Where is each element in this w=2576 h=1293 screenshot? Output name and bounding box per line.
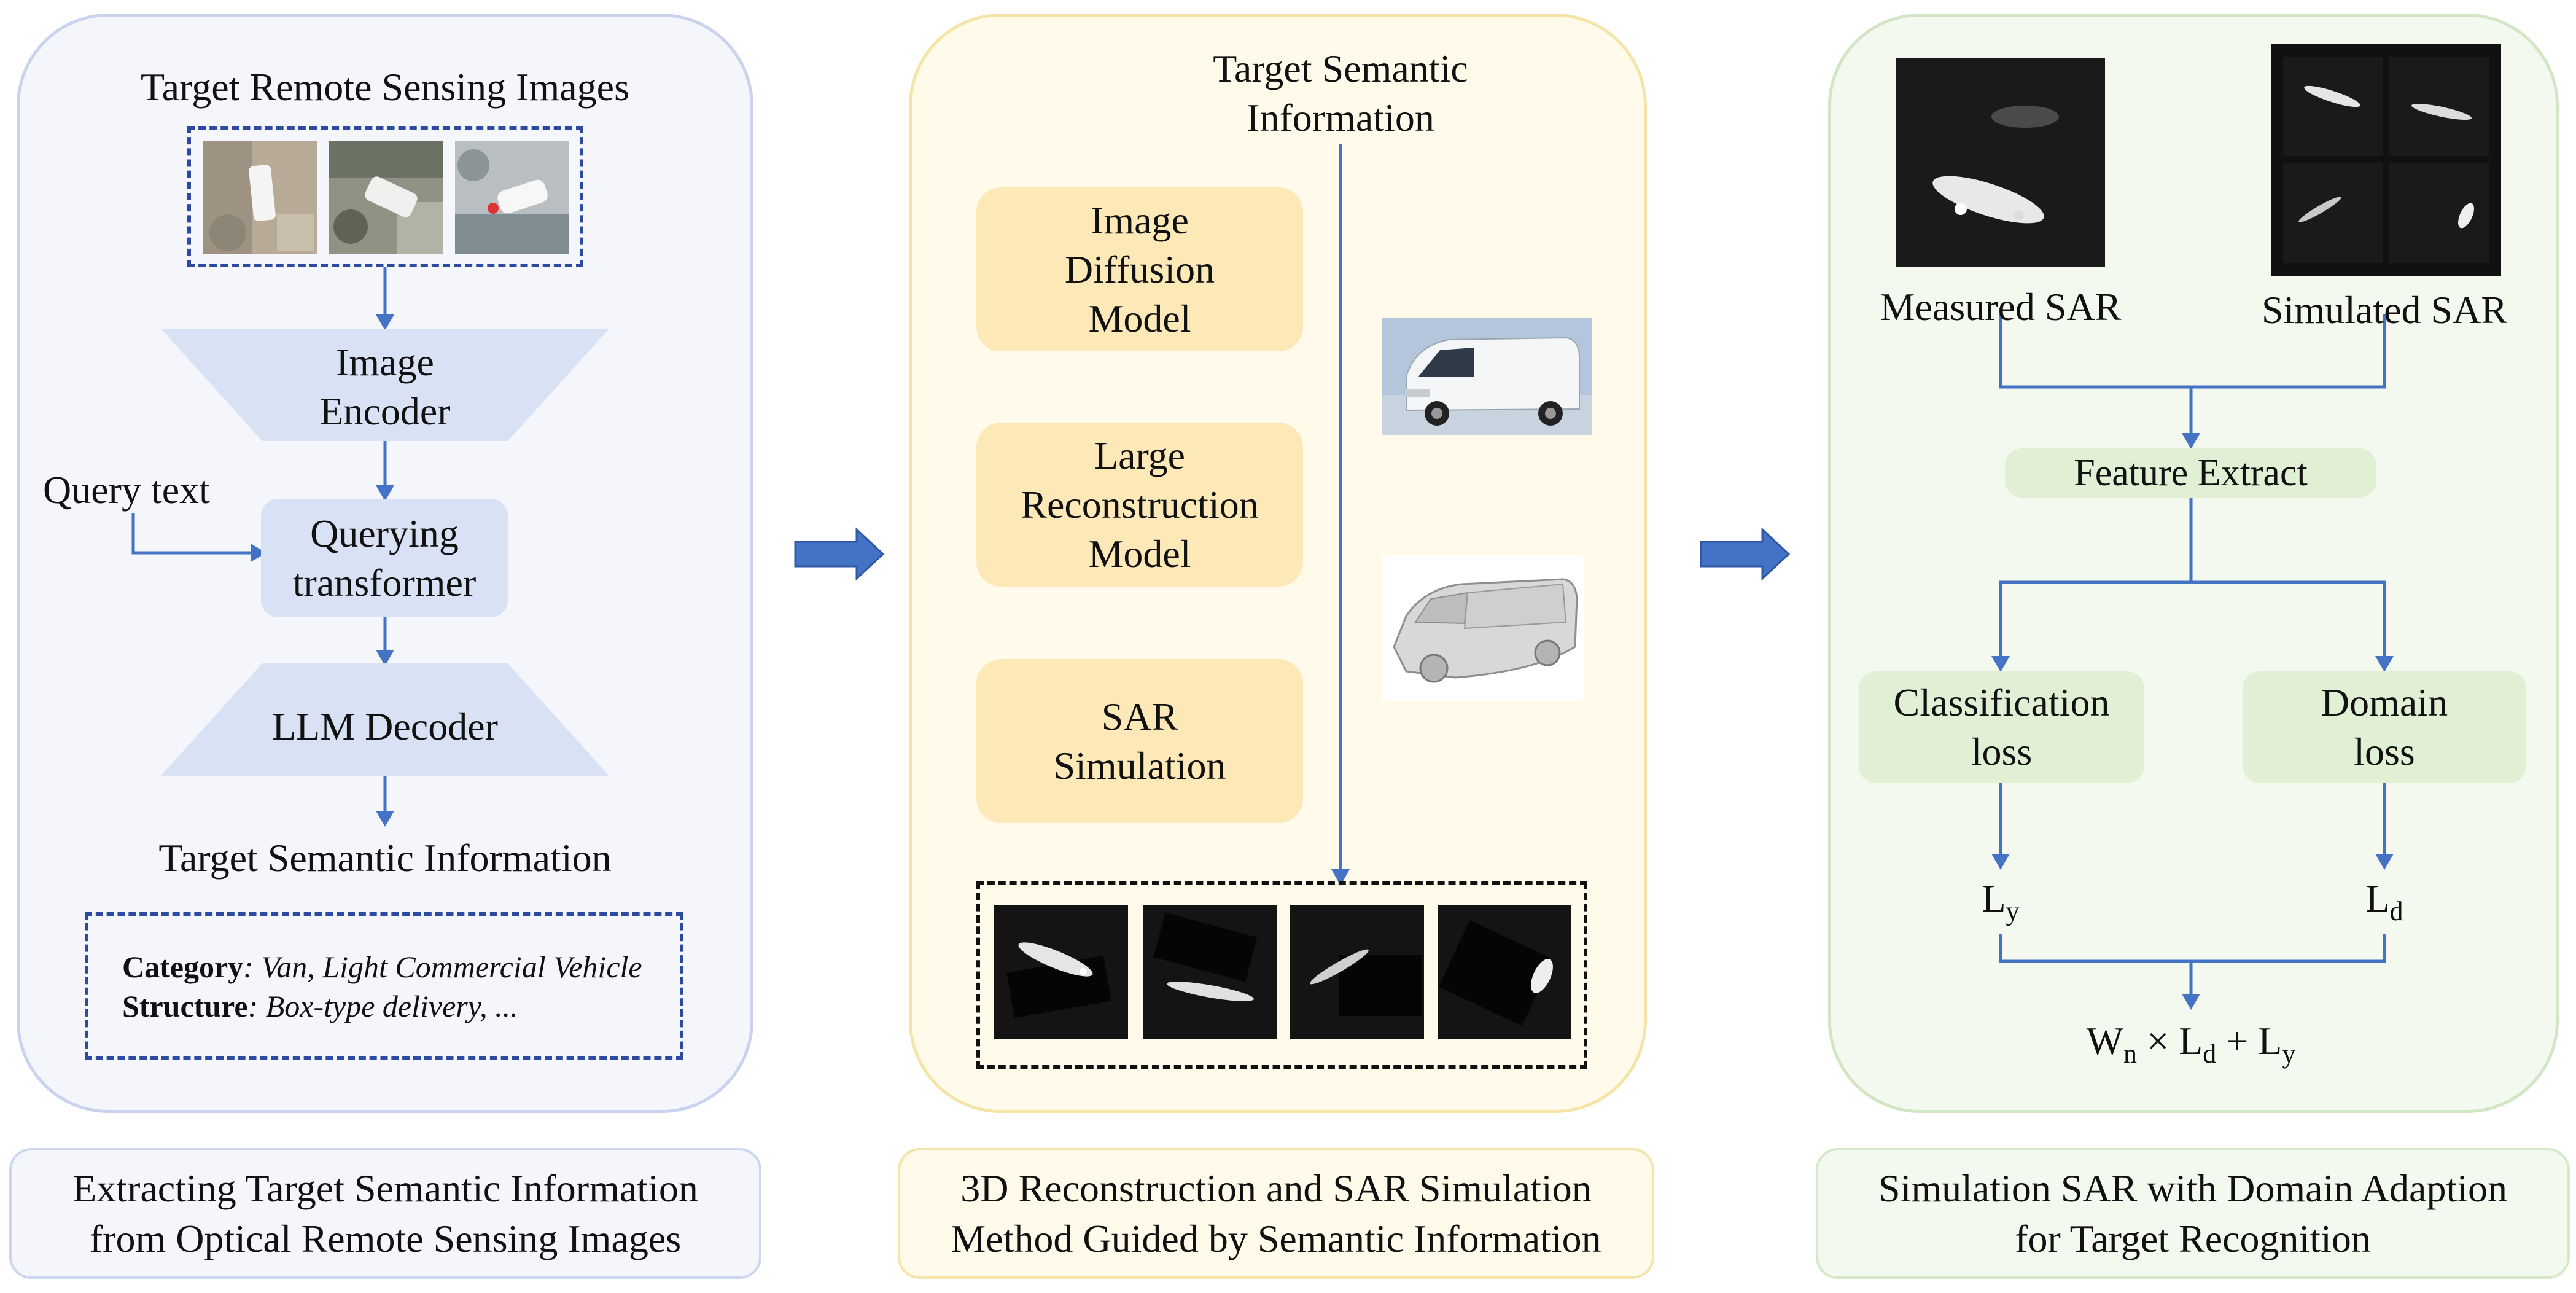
large-reconstruction-model-box: Large Reconstruction Model [976,423,1303,587]
simulated-sar-grid [2271,44,2501,276]
formula-ld-sub: d [2203,1039,2217,1069]
sim-sar-image-1 [994,905,1128,1039]
structure-line: Structure: Box-type delivery, ... [122,986,518,1026]
formula-w-sub: n [2123,1039,2138,1069]
querying-line1: Querying [310,511,459,555]
structure-value: : Box-type delivery, ... [247,989,518,1023]
sim-grid-image-2 [2389,57,2489,156]
ld-symbol: Ld [2323,874,2446,936]
measured-sar-label: Measured SAR [1880,285,2122,329]
sar-simulation-box: SAR Simulation [976,659,1303,823]
structure-label: Structure [122,989,248,1023]
classification-line1: Classification [1893,681,2110,724]
generated-van-image [1382,318,1592,435]
measured-sar-image [1896,58,2105,267]
domain-line1: Domain [2321,681,2448,724]
diffusion-line3: Model [1088,296,1191,340]
caption-panel-1: Extracting Target Semantic Information fr… [9,1148,761,1279]
sar-sim-line2: Simulation [1053,743,1226,787]
reconstructed-3d-model [1382,555,1584,701]
image-encoder-line1: Image [336,340,434,384]
diffusion-line1: Image [1091,198,1189,242]
lrm-line2: Reconstruction [1021,482,1259,526]
optical-image-2 [329,141,443,254]
formula-w: W [2086,1019,2124,1063]
sim-sar-image-2 [1143,905,1277,1039]
diffusion-line2: Diffusion [1064,247,1215,291]
category-label: Category [122,950,244,984]
caption1-line2: from Optical Remote Sensing Images [89,1216,682,1260]
domain-loss-box: Domain loss [2243,671,2526,783]
loss-formula: Wn × Ld + Ly [2007,1017,2375,1079]
ly-main: L [1982,877,2006,920]
image-encoder-line2: Encoder [319,389,451,433]
ld-main: L [2365,877,2390,920]
optical-image-1 [203,141,317,254]
category-line: Category: Van, Light Commercial Vehicle [122,947,642,987]
caption1-line1: Extracting Target Semantic Information [72,1166,698,1210]
caption3-line2: for Target Recognition [2015,1216,2371,1260]
semantic-title-line1: Target Semantic [1213,47,1468,90]
sim-grid-image-3 [2283,163,2383,263]
formula-ly-sub: y [2282,1039,2296,1069]
sim-grid-image-1 [2283,57,2383,156]
querying-line2: transformer [292,560,477,604]
simulated-sar-label: Simulated SAR [2261,288,2508,332]
optical-image-3 [455,141,569,254]
formula-times: × L [2137,1019,2203,1063]
feature-extract-box: Feature Extract [2005,448,2376,498]
category-value: : Van, Light Commercial Vehicle [243,950,642,984]
semantic-info-title: Target Semantic Information [158,836,612,880]
simulated-sar-strip [976,881,1587,1069]
caption2-line1: 3D Reconstruction and SAR Simulation [960,1166,1592,1210]
semantic-info-box: Category: Van, Light Commercial Vehicle … [85,912,683,1060]
ld-sub: d [2389,896,2403,926]
classification-loss-box: Classification loss [1859,671,2144,783]
llm-decoder-label: LLM Decoder [272,705,498,748]
domain-line2: loss [2354,730,2415,773]
caption2-line2: Method Guided by Semantic Information [951,1216,1601,1260]
semantic-title-line2: Information [1247,96,1434,139]
query-text-label: Query text [43,468,210,512]
caption-panel-3: Simulation SAR with Domain Adaption for T… [1816,1148,2570,1279]
sim-sar-image-3 [1290,905,1424,1039]
llm-decoder-shape [161,663,609,776]
ly-sub: y [2006,896,2020,926]
remote-sensing-title: Target Remote Sensing Images [141,65,629,109]
lrm-line1: Large [1094,433,1186,477]
sim-sar-image-4 [1438,905,1571,1039]
ly-symbol: Ly [1939,874,2062,936]
querying-transformer-box: Querying transformer [261,499,508,617]
image-encoder-shape [161,329,609,441]
image-diffusion-model-box: Image Diffusion Model [976,187,1303,351]
classification-line2: loss [1971,730,2033,773]
remote-sensing-images-group [187,126,583,267]
caption3-line1: Simulation SAR with Domain Adaption [1878,1166,2508,1210]
formula-plus: + L [2216,1019,2282,1063]
sar-sim-line1: SAR [1101,694,1178,738]
sim-grid-image-4 [2389,163,2489,263]
lrm-line3: Model [1088,531,1191,576]
